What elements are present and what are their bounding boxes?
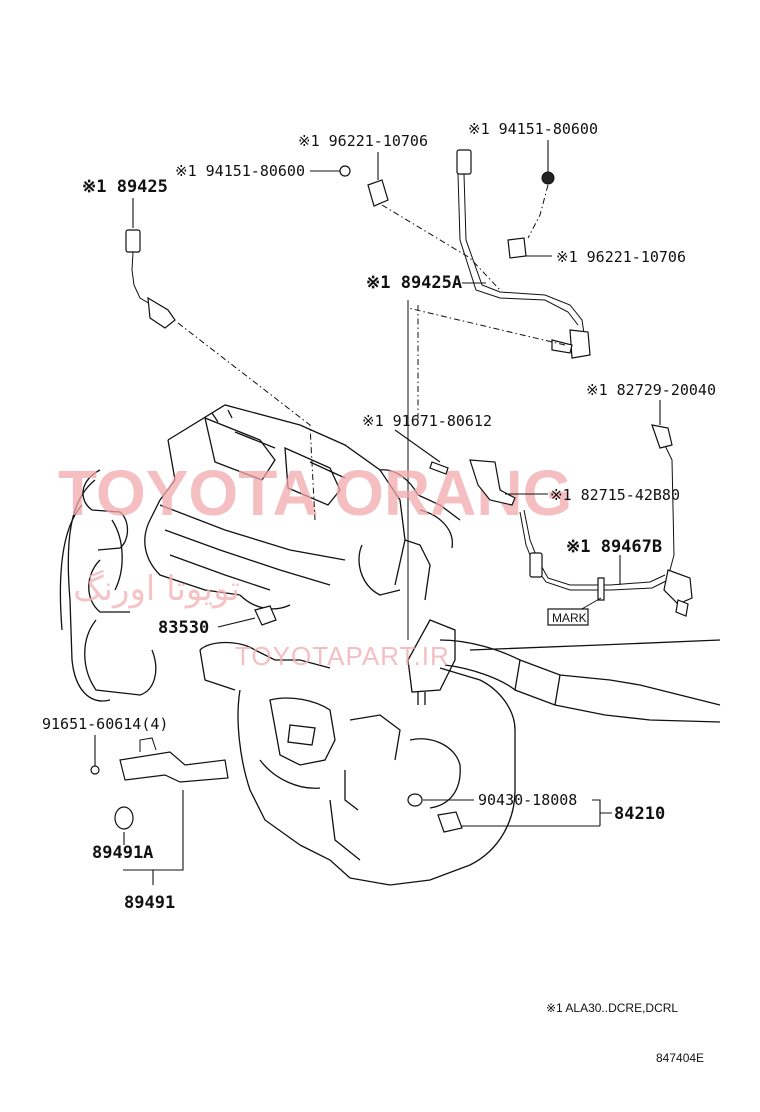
mark-label: MARK [552, 611, 587, 625]
callout-96221-10706-right: ※1 96221-10706 [556, 248, 686, 266]
callout-83530: 83530 [158, 618, 209, 638]
callout-91671-80612: ※1 91671-80612 [362, 412, 492, 430]
crank-position-sensor-group [90, 735, 229, 885]
watermark-persian: تویوتا اورنگ [73, 569, 240, 609]
transmission-switch-84210 [407, 793, 612, 833]
callout-82729-20040: ※1 82729-20040 [586, 381, 716, 399]
callout-89425a: ※1 89425A [366, 273, 462, 293]
applicability-footnote: ※1 ALA30..DCRE,DCRL [546, 1001, 678, 1015]
watermark-url: TOYOTAPART.IR [235, 641, 450, 671]
callout-90430-18008: 90430-18008 [478, 791, 577, 809]
callout-84210: 84210 [614, 804, 665, 824]
oxygen-sensor-89425a [339, 149, 591, 359]
oxygen-sensor-89425 [125, 198, 316, 521]
callout-89467b: ※1 89467B [566, 537, 662, 557]
figure-number: 847404E [656, 1051, 704, 1065]
sensor-bracket [394, 429, 548, 506]
callout-91651-60614: 91651-60614(4) [42, 715, 168, 733]
air-fuel-sensor-89467b [519, 424, 693, 626]
mark-label-box [547, 608, 589, 626]
callout-94151-80600-right: ※1 94151-80600 [468, 120, 598, 138]
callout-89491a: 89491A [92, 843, 153, 863]
callout-96221-10706-left: ※1 96221-10706 [298, 132, 428, 150]
callout-94151-80600-left: ※1 94151-80600 [175, 162, 305, 180]
oil-pressure-switch-83530 [217, 605, 277, 628]
callout-89491: 89491 [124, 893, 175, 913]
callout-82715-42b80: ※1 82715-42B80 [550, 486, 680, 504]
callout-89425: ※1 89425 [82, 177, 168, 197]
